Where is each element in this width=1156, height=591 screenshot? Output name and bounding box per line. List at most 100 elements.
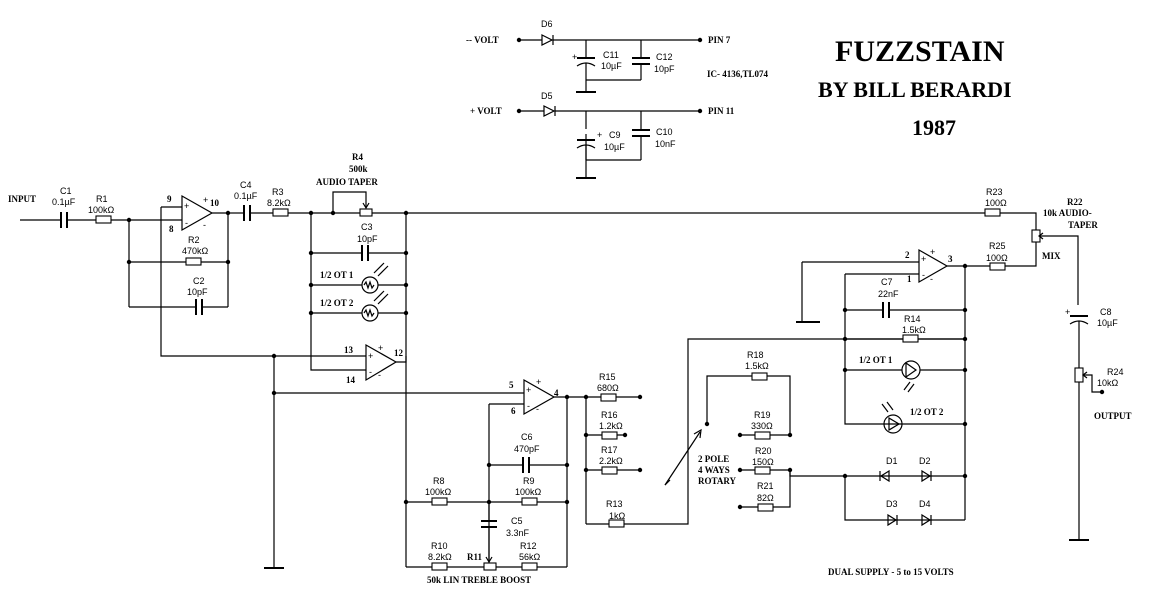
r21-value: 82Ω xyxy=(757,493,774,503)
svg-text:-: - xyxy=(930,274,933,284)
r3-value: 8.2kΩ xyxy=(267,198,291,208)
r20-name: R20 xyxy=(755,446,772,456)
c4-value: 0.1µF xyxy=(234,191,258,201)
r18-name: R18 xyxy=(747,350,764,360)
r19-value: 330Ω xyxy=(751,421,773,431)
neg-volt-label: -- VOLT xyxy=(466,35,499,45)
u4-pin-in: 2 xyxy=(905,250,910,260)
u4-pin-out: 3 xyxy=(948,254,953,264)
c6-value: 470pF xyxy=(514,444,540,454)
tone-stage: + - + - 5 6 4 C6 470pF R8 100kΩ R9 100kΩ xyxy=(403,338,965,585)
r17-name: R17 xyxy=(601,445,618,455)
r21-name: R21 xyxy=(757,481,774,491)
svg-text:+: + xyxy=(184,201,189,211)
svg-text:+: + xyxy=(572,52,577,62)
r15-value: 680Ω xyxy=(597,383,619,393)
r12-name: R12 xyxy=(520,541,537,551)
c7-value: 22nF xyxy=(878,289,899,299)
svg-text:-: - xyxy=(536,404,539,414)
ot1a-label: 1/2 OT 1 xyxy=(320,270,354,280)
pin11-label: PIN 11 xyxy=(708,106,735,116)
c12-value: 10pF xyxy=(654,64,675,74)
treble-label: 50k LIN TREBLE BOOST xyxy=(427,575,531,585)
supply-note: DUAL SUPPLY - 5 to 15 VOLTS xyxy=(828,567,954,577)
svg-text:+: + xyxy=(536,377,541,387)
output-stage: + - + - 2 1 3 C7 22nF R14 1.5kΩ xyxy=(796,187,1132,541)
r8-value: 100kΩ xyxy=(425,487,452,497)
d1-label: D1 xyxy=(886,456,898,466)
d6-label: D6 xyxy=(541,19,553,29)
r24-value: 10kΩ xyxy=(1097,378,1119,388)
u3-pin-fb: 6 xyxy=(511,406,516,416)
svg-text:-: - xyxy=(185,218,188,228)
svg-text:+: + xyxy=(368,351,373,361)
input-label: INPUT xyxy=(8,194,36,204)
svg-text:+: + xyxy=(921,254,926,264)
svg-text:+: + xyxy=(203,195,208,205)
r1-name: R1 xyxy=(96,194,108,204)
u2-pin-in: 13 xyxy=(344,345,354,355)
c3-name: C3 xyxy=(361,222,373,232)
r19-name: R19 xyxy=(754,410,771,420)
svg-text:-: - xyxy=(203,220,206,230)
r16-value: 1.2kΩ xyxy=(599,421,623,431)
d2-label: D2 xyxy=(919,456,931,466)
d4-label: D4 xyxy=(919,499,931,509)
r10-value: 8.2kΩ xyxy=(428,552,452,562)
d3-label: D3 xyxy=(886,499,898,509)
r14-value: 1.5kΩ xyxy=(902,325,926,335)
r23-name: R23 xyxy=(986,187,1003,197)
c10-name: C10 xyxy=(656,127,673,137)
r4-value: 500k xyxy=(349,164,368,174)
clipper-stage: R4 500k AUDIO TAPER C3 10pF 1/2 OT 1 xyxy=(264,152,985,569)
u2-pin-out: 12 xyxy=(394,348,404,358)
pos-volt-label: + VOLT xyxy=(470,106,502,116)
svg-text:+: + xyxy=(526,385,531,395)
r13-value: 1kΩ xyxy=(609,511,626,521)
ot1b-label: 1/2 OT 1 xyxy=(859,355,893,365)
r8-name: R8 xyxy=(433,476,445,486)
title-line1: FUZZSTAIN xyxy=(835,35,1005,68)
u2-pin-fb: 14 xyxy=(346,375,356,385)
c11-name: C11 xyxy=(603,50,619,60)
u1-pin-fb: 8 xyxy=(169,224,174,234)
svg-text:+: + xyxy=(378,343,383,353)
pin7-label: PIN 7 xyxy=(708,35,731,45)
svg-text:+: + xyxy=(1065,307,1070,317)
power-supply: -- VOLT PIN 7 D6 C11 10µF + C12 10pF + V… xyxy=(466,19,735,179)
mix-label: MIX xyxy=(1042,251,1061,261)
r22-name: R22 xyxy=(1067,197,1083,207)
c9-value: 10µF xyxy=(604,142,625,152)
r14-name: R14 xyxy=(904,314,921,324)
r22-value2: TAPER xyxy=(1068,220,1098,230)
u3-pin-out: 4 xyxy=(554,388,559,398)
svg-text:-: - xyxy=(922,270,925,280)
svg-text:+: + xyxy=(597,130,602,140)
r15-name: R15 xyxy=(599,372,616,382)
u1-pin-out: 10 xyxy=(210,198,220,208)
r25-name: R25 xyxy=(989,241,1006,251)
c6-name: C6 xyxy=(521,432,533,442)
svg-text:+: + xyxy=(930,247,935,257)
switch-label3: ROTARY xyxy=(698,476,737,486)
r25-value: 100Ω xyxy=(986,253,1008,263)
svg-text:-: - xyxy=(378,370,381,380)
svg-text:-: - xyxy=(369,367,372,377)
r11-name: R11 xyxy=(467,552,483,562)
r1-value: 100kΩ xyxy=(88,205,115,215)
c2-name: C2 xyxy=(193,276,205,286)
c5-name: C5 xyxy=(511,516,523,526)
switch-label1: 2 POLE xyxy=(698,454,729,464)
rotary-switch: R18 1.5kΩ R19 330Ω R20 150Ω R21 82Ω 2 PO… xyxy=(664,350,965,512)
ic-note: IC- 4136,TL074 xyxy=(707,69,769,79)
r24-name: R24 xyxy=(1107,367,1124,377)
c10-value: 10nF xyxy=(655,139,676,149)
r3-name: R3 xyxy=(272,187,284,197)
c8-name: C8 xyxy=(1100,307,1112,317)
ot2a-label: 1/2 OT 2 xyxy=(320,298,354,308)
c4-name: C4 xyxy=(240,180,252,190)
title-line3: 1987 xyxy=(912,115,956,140)
c7-name: C7 xyxy=(881,277,893,287)
r4-taper: AUDIO TAPER xyxy=(316,177,378,187)
